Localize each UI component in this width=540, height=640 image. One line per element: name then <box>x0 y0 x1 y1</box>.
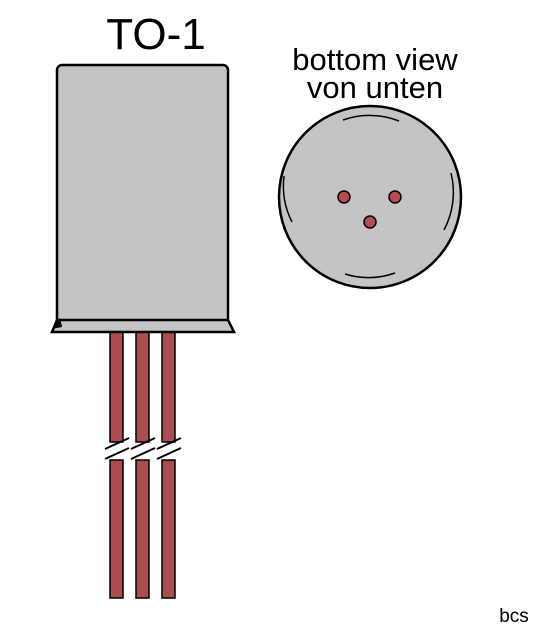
lead-left-upper <box>109 329 124 443</box>
lead-middle-lower <box>135 459 150 599</box>
lead-right-lower <box>161 459 176 599</box>
bottom-view-pin-bottom <box>363 215 377 229</box>
lead-left-lower <box>109 459 124 599</box>
bottom-view-pin-left <box>337 190 351 204</box>
bottom-view-inner-arcs <box>282 114 455 279</box>
lead-break-marks <box>104 437 182 460</box>
bottom-view-disc <box>277 104 463 290</box>
bottom-view-label: bottom view <box>292 42 458 77</box>
diagram-title: TO-1 <box>106 10 206 59</box>
package-tab-notch <box>52 318 62 329</box>
lead-right-upper <box>161 329 176 443</box>
package-flange <box>50 318 237 334</box>
package-body <box>55 63 230 329</box>
bottom-view-pin-right <box>388 190 402 204</box>
author-signature: bcs <box>499 606 529 627</box>
leads <box>109 329 176 599</box>
bottom-view-label-german: von unten <box>306 70 444 105</box>
lead-middle-upper <box>135 329 150 443</box>
